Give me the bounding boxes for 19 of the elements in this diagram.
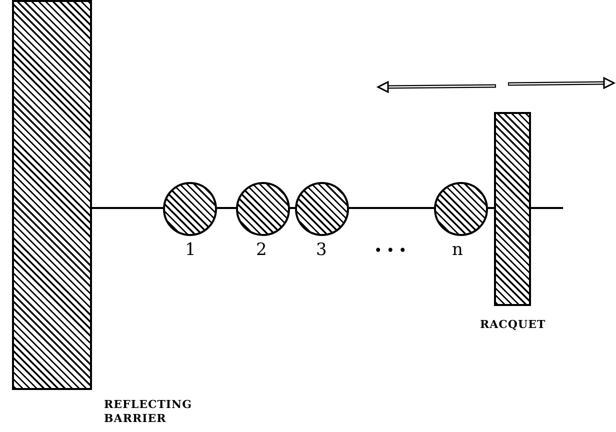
connecting-rod — [92, 207, 163, 209]
ball-number: 1 — [185, 240, 196, 262]
ball — [434, 182, 488, 236]
ball — [163, 182, 217, 236]
ball-number: n — [452, 240, 463, 262]
ball-number: 2 — [256, 240, 267, 262]
ball-number: 3 — [316, 240, 327, 262]
racquet-label: RACQUET — [480, 318, 547, 332]
ball — [295, 182, 349, 236]
connecting-rod — [349, 207, 434, 209]
connecting-rod — [217, 207, 236, 209]
ellipsis-label: ••• — [374, 243, 411, 259]
connecting-rod — [531, 207, 563, 209]
ball — [236, 182, 290, 236]
connecting-rod — [290, 207, 295, 209]
barrier-block — [12, 0, 92, 390]
racquet-bar — [494, 112, 531, 306]
connecting-rod — [488, 207, 494, 209]
barrier-label: REFLECTING BARRIER — [104, 398, 193, 426]
